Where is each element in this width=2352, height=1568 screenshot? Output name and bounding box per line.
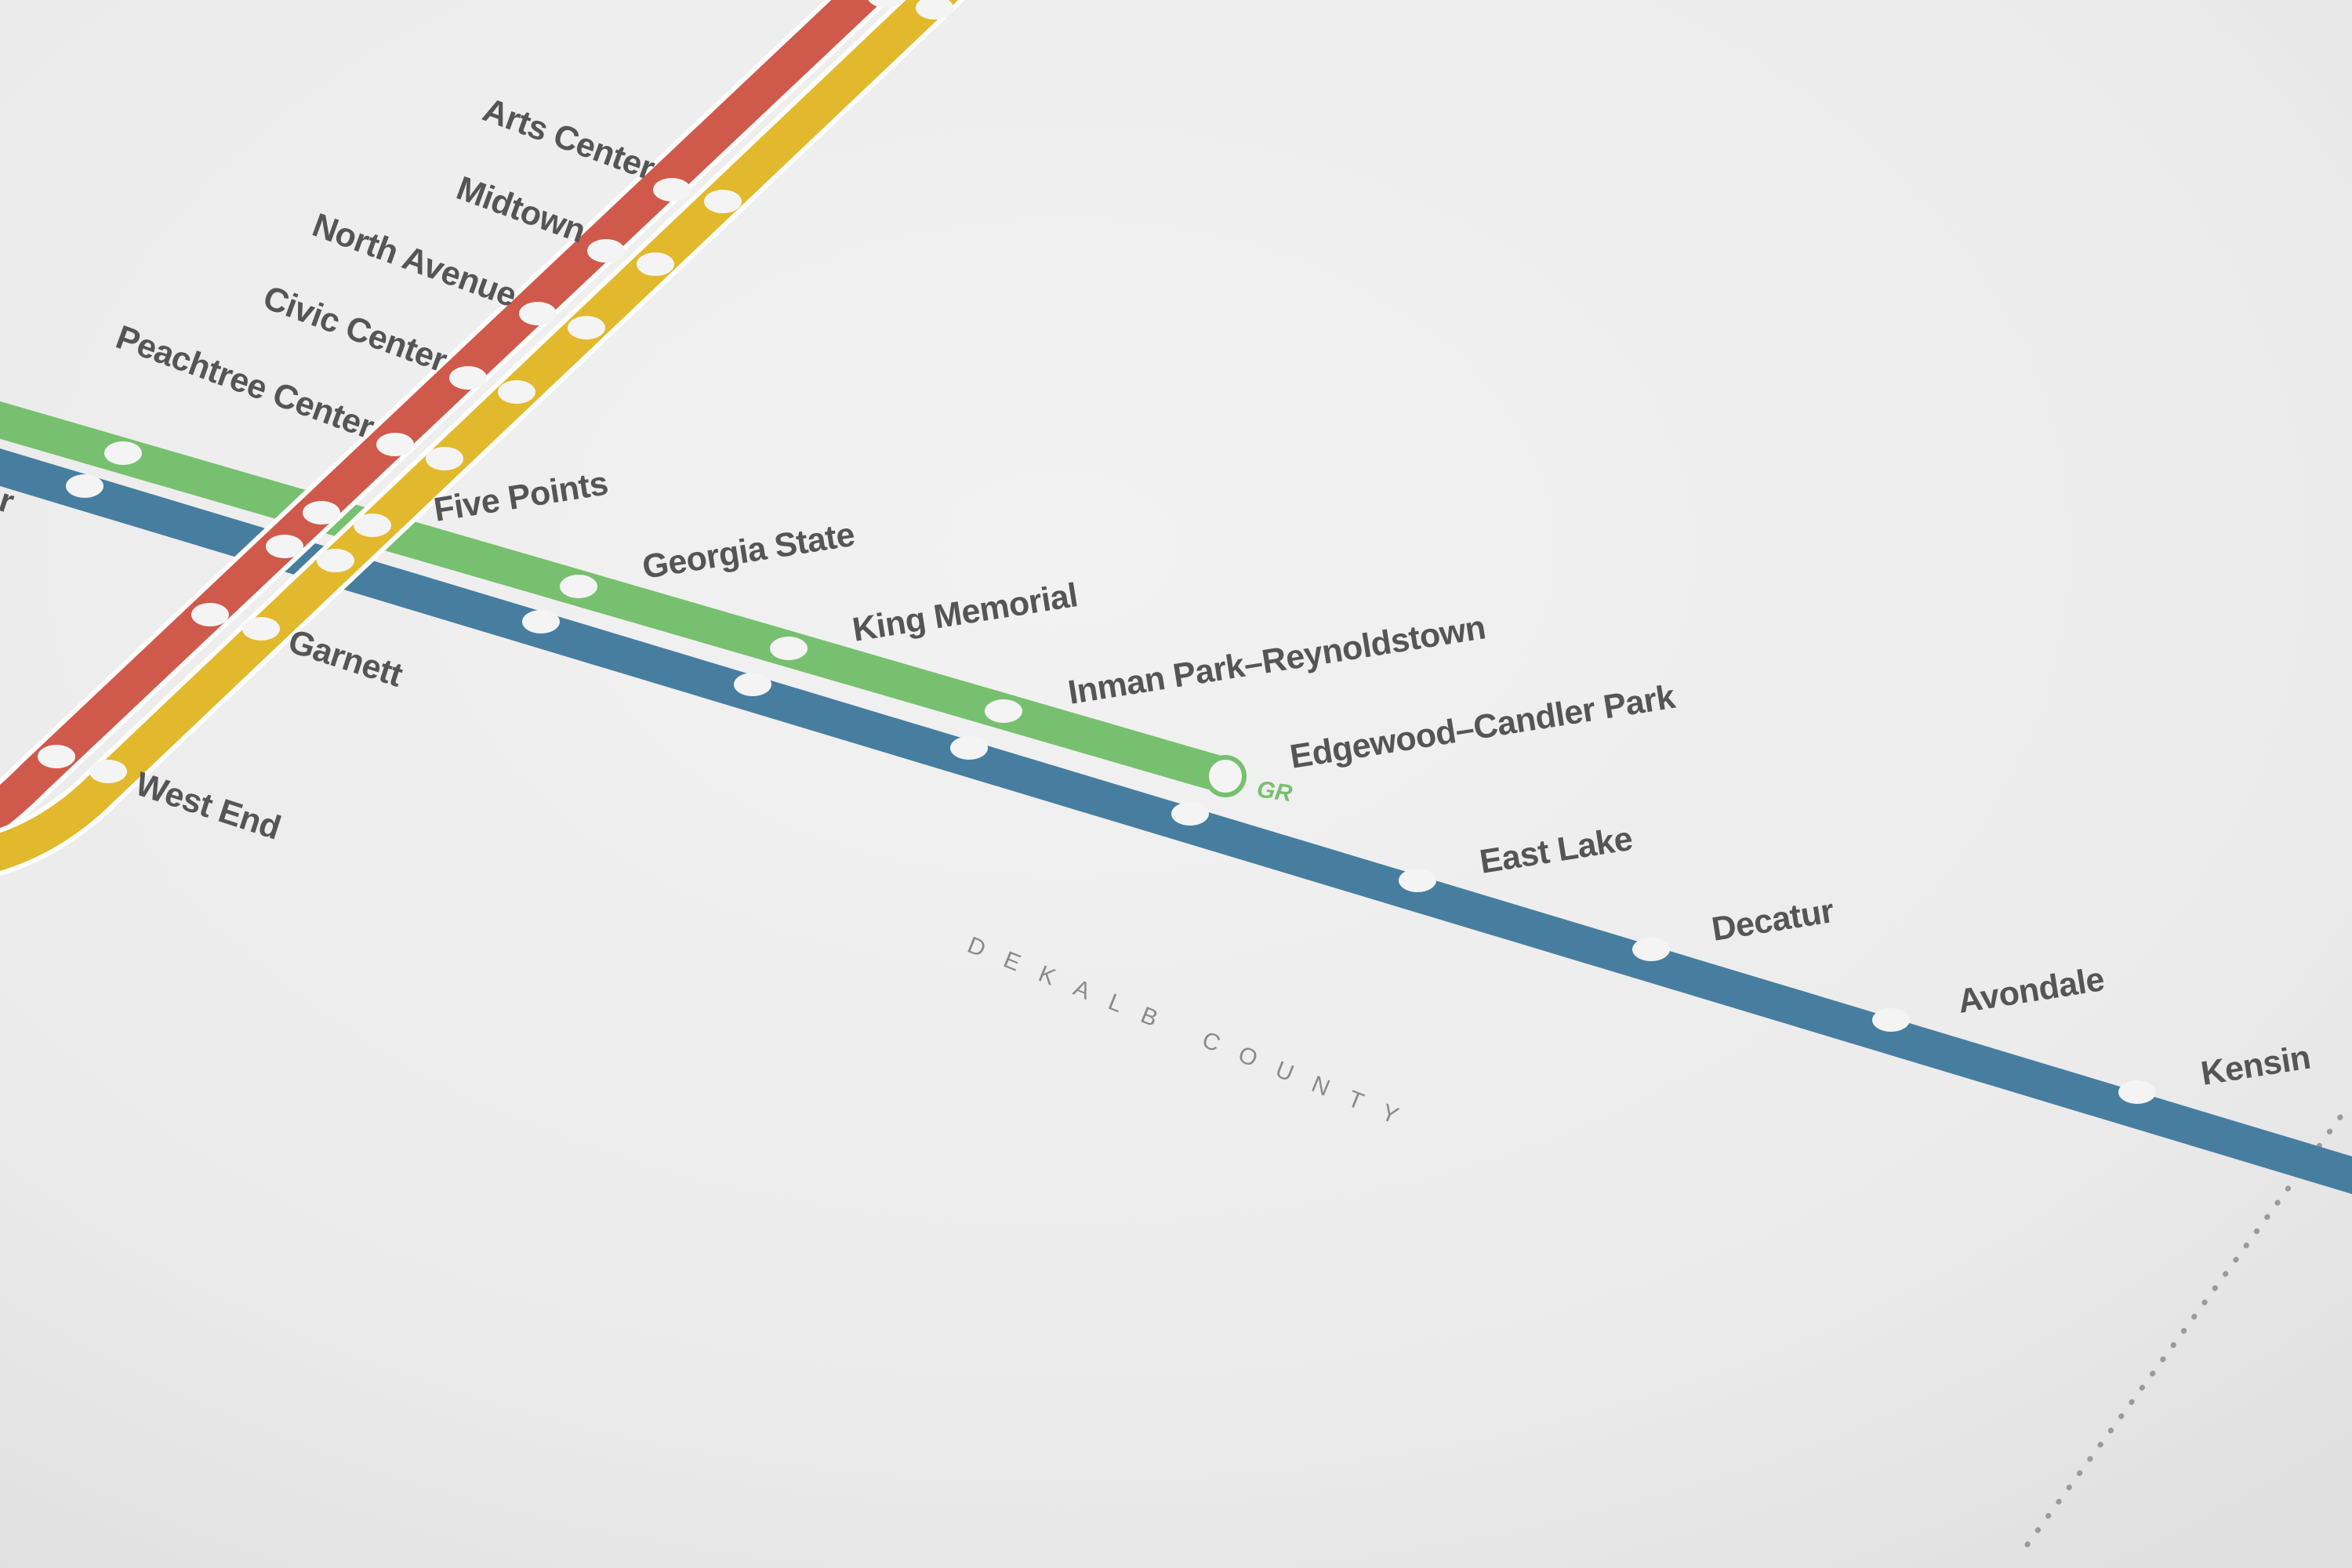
gold-line-stations — [89, 0, 953, 783]
station-dot[interactable] — [1632, 938, 1670, 961]
station-dot[interactable] — [916, 0, 953, 20]
station-dot[interactable] — [2118, 1080, 2156, 1104]
station-dot[interactable] — [704, 190, 742, 213]
green-line-terminus-code: GR — [1255, 776, 1294, 807]
station-dot[interactable] — [242, 617, 280, 641]
station-dot[interactable] — [38, 745, 75, 768]
station-dot[interactable] — [104, 441, 142, 465]
station-dot[interactable] — [317, 549, 354, 572]
county-boundary-dotted-line — [2016, 1114, 2343, 1559]
station-dot[interactable] — [587, 239, 625, 263]
station-dot[interactable] — [354, 514, 391, 537]
station-dot[interactable] — [653, 178, 691, 201]
green-line-stations — [104, 441, 1022, 723]
station-dot[interactable] — [867, 0, 905, 8]
station-dot[interactable] — [560, 575, 597, 598]
green-line-terminus-station[interactable] — [1204, 755, 1247, 797]
red-line-stations — [38, 0, 905, 768]
station-dot[interactable] — [89, 760, 127, 783]
red-line-body — [0, 0, 884, 831]
gold-line-body — [0, 0, 959, 871]
station-dot[interactable] — [950, 736, 988, 760]
station-dot[interactable] — [66, 474, 103, 498]
station-dot[interactable] — [734, 673, 771, 696]
blue-line-stations — [66, 474, 2156, 1104]
station-dot[interactable] — [266, 535, 303, 558]
station-dot[interactable] — [637, 252, 674, 276]
station-dot[interactable] — [519, 302, 557, 325]
station-dot[interactable] — [426, 447, 463, 470]
station-dot[interactable] — [568, 316, 605, 339]
station-dot[interactable] — [1872, 1008, 1910, 1032]
station-dot[interactable] — [449, 366, 487, 390]
station-dot[interactable] — [1399, 869, 1436, 892]
station-dot[interactable] — [376, 433, 414, 456]
station-dot[interactable] — [498, 380, 535, 404]
station-dot[interactable] — [1171, 802, 1209, 826]
station-dot[interactable] — [522, 610, 560, 633]
station-dot[interactable] — [303, 501, 340, 524]
station-dot[interactable] — [985, 699, 1022, 723]
station-dot[interactable] — [770, 637, 808, 660]
station-dot[interactable] — [191, 603, 229, 626]
